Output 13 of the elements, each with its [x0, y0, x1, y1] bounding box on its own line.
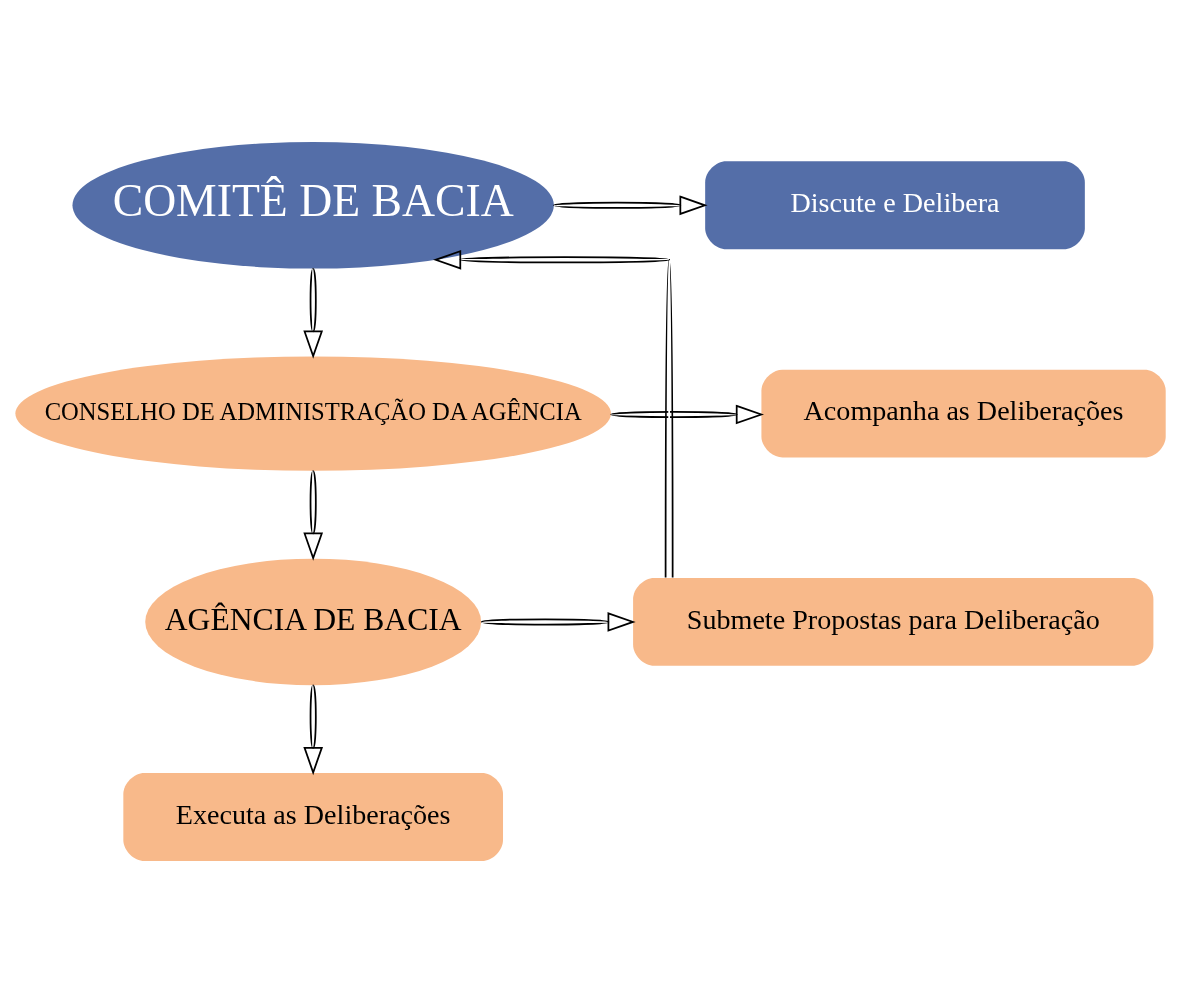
- arrow: [433, 249, 674, 579]
- arrow: [303, 268, 324, 359]
- node-box: Acompanha as Deliberações: [761, 369, 1166, 458]
- node-box: Executa as Deliberações: [123, 773, 503, 861]
- arrow: [553, 195, 708, 216]
- arrow: [610, 404, 764, 425]
- node-box: Submete Propostas para Deliberação: [633, 577, 1154, 666]
- arrow: [303, 470, 324, 561]
- node-box: Discute e Delibera: [705, 161, 1085, 250]
- arrow: [303, 684, 324, 776]
- arrow: [480, 612, 636, 632]
- node-ellipse: AGÊNCIA DE BACIA: [145, 558, 482, 686]
- node-ellipse: CONSELHO DE ADMINISTRAÇÃO DA AGÊNCIA: [15, 356, 611, 471]
